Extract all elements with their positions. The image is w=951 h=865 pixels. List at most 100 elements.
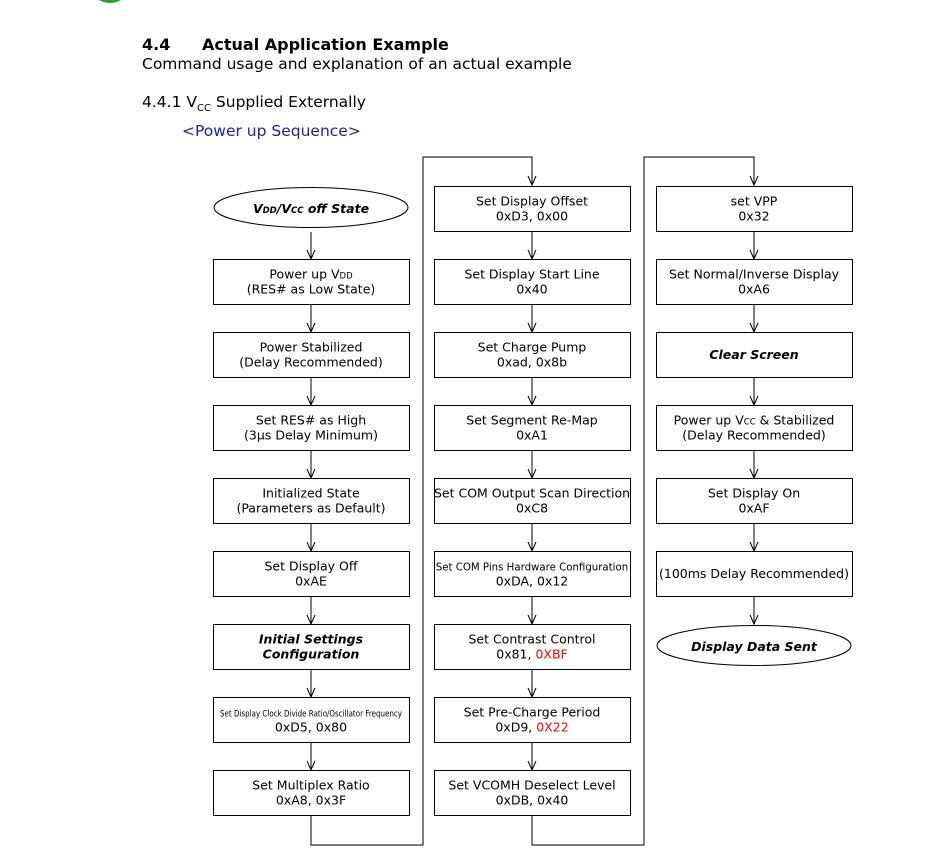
subsection-number: 4.4.1 (142, 93, 182, 111)
company-logo (99, 0, 121, 3)
display-data-sent-step: Display Data Sent (656, 625, 852, 666)
text-run: 0XBF (535, 647, 567, 662)
text-run: 0xC8 (516, 501, 548, 516)
set-com-pins-hardware-configuration-line-1: Set COM Pins Hardware Configuration (436, 563, 628, 574)
set-vcomh-deselect-level-line-2: 0xDB, 0x40 (496, 793, 569, 808)
power-stabilized-line-2: (Delay Recommended) (239, 355, 382, 370)
column-1-to-2-connector (310, 156, 537, 846)
text-run: Initial Settings (259, 632, 363, 647)
text-run: Set Segment Re-Map (466, 413, 597, 428)
set-vcomh-deselect-level-line-1: Set VCOMH Deselect Level (448, 778, 615, 793)
set-segment-remap-line-2: 0xA1 (516, 428, 548, 443)
initial-settings-configuration-box (213, 624, 410, 670)
set-vpp-arrow (749, 232, 759, 261)
set-normal-inverse-display-arrow (749, 305, 759, 334)
power-up-vcc-stabilized-line-2: (Delay Recommended) (682, 428, 825, 443)
text-run: Set Display Offset (476, 194, 588, 209)
text-run: 0xA6 (738, 282, 770, 297)
set-display-on-line-1: Set Display On (708, 486, 800, 501)
text-run: 0x40 (516, 282, 547, 297)
set-charge-pump-box (434, 332, 631, 378)
set-normal-inverse-display-line-2: 0xA6 (738, 282, 770, 297)
delay-100ms-box (656, 551, 853, 597)
set-display-clock-divide-line-2: 0xD5, 0x80 (275, 720, 347, 735)
set-com-pins-hardware-configuration-box (434, 551, 631, 597)
text-run: Clear Screen (709, 347, 798, 362)
set-multiplex-ratio-line-2: 0xA8, 0x3F (276, 793, 346, 808)
set-segment-remap-line-1: Set Segment Re-Map (466, 413, 597, 428)
text-run: (100ms Delay Recommended) (659, 566, 849, 581)
set-display-off-line-1: Set Display Off (265, 559, 358, 574)
set-res-high-step: Set RES# as High(3μs Delay Minimum) (213, 405, 410, 451)
set-vpp-line-2: 0x32 (738, 209, 769, 224)
text-run: Set COM Output Scan Direction (434, 486, 630, 501)
set-res-high-box (213, 405, 410, 451)
text-run: Set Display On (708, 486, 800, 501)
set-contrast-control-line-1: Set Contrast Control (468, 632, 595, 647)
text-run: Set Multiplex Ratio (252, 778, 369, 793)
set-display-offset-line-1: Set Display Offset (476, 194, 588, 209)
text-run: Power Stabilized (260, 340, 363, 355)
text-run: Initialized State (262, 486, 360, 501)
set-vpp-box (656, 186, 853, 232)
set-multiplex-ratio-box (213, 770, 410, 816)
text-run: & Stabilized (756, 413, 835, 428)
text-run: V (253, 201, 264, 216)
set-normal-inverse-display-line-1: Set Normal/Inverse Display (669, 267, 840, 282)
text-run: Set Normal/Inverse Display (669, 267, 840, 282)
set-contrast-control-line-2: 0x81, 0XBF (496, 647, 568, 662)
vdd-vcc-off-state-ellipse (213, 187, 409, 228)
set-charge-pump-line-1: Set Charge Pump (478, 340, 587, 355)
clear-screen-arrow (749, 378, 759, 407)
set-normal-inverse-display-box (656, 259, 853, 305)
text-run: 0xD3, 0x00 (496, 209, 568, 224)
text-run: 0xD5, 0x80 (275, 720, 347, 735)
text-run: Display Data Sent (691, 639, 818, 654)
set-pre-charge-period-box (434, 697, 631, 743)
subsection-v-sub: CC (197, 103, 211, 115)
set-com-output-scan-direction-box (434, 478, 631, 524)
subsection-v: V (186, 93, 197, 111)
set-display-start-line-line-1: Set Display Start Line (464, 267, 599, 282)
clear-screen-step: Clear Screen (656, 332, 853, 378)
subsection-rest: Supplied Externally (215, 93, 366, 111)
text-run: 0xD9, (495, 720, 536, 735)
sequence-title: <Power up Sequence> (182, 122, 361, 140)
display-data-sent-line-1: Display Data Sent (691, 639, 818, 654)
column-2-to-3-connector (531, 156, 759, 846)
set-vcomh-deselect-level-box (434, 770, 631, 816)
set-vpp-line-1: set VPP (731, 194, 778, 209)
text-run: Set COM Pins Hardware Configuration (436, 563, 628, 574)
set-com-output-scan-direction-line-1: Set COM Output Scan Direction (434, 486, 630, 501)
set-display-clock-divide-line-1: Set Display Clock Divide Ratio/Oscillato… (220, 710, 403, 720)
text-run: off State (303, 201, 369, 216)
delay-100ms-step: (100ms Delay Recommended) (656, 551, 853, 597)
power-up-vdd-box (213, 259, 410, 305)
set-res-high-line-1: Set RES# as High (256, 413, 366, 428)
set-display-off-box (213, 551, 410, 597)
initialized-state-line-2: (Parameters as Default) (236, 501, 385, 516)
set-display-start-line-line-2: 0x40 (516, 282, 547, 297)
vdd-vcc-off-state-arrow (306, 232, 316, 261)
text-run: Set VCOMH Deselect Level (448, 778, 615, 793)
power-up-vcc-stabilized-step: Power up VCC & Stabilized(Delay Recommen… (656, 405, 853, 451)
text-run: DD (263, 206, 277, 216)
power-up-vdd-step: Power up VDD(RES# as Low State) (213, 259, 410, 305)
section-subtitle: Command usage and explanation of an actu… (142, 55, 572, 73)
display-data-sent-ellipse (656, 625, 852, 666)
text-run: /V (275, 201, 293, 216)
delay-100ms-arrow (749, 597, 759, 626)
set-display-offset-arrow (527, 232, 537, 261)
text-run: (Parameters as Default) (236, 501, 385, 516)
set-com-pins-hardware-configuration-step: Set COM Pins Hardware Configuration0xDA,… (434, 551, 631, 597)
set-pre-charge-period-line-1: Set Pre-Charge Period (464, 705, 601, 720)
set-charge-pump-arrow (527, 378, 537, 407)
